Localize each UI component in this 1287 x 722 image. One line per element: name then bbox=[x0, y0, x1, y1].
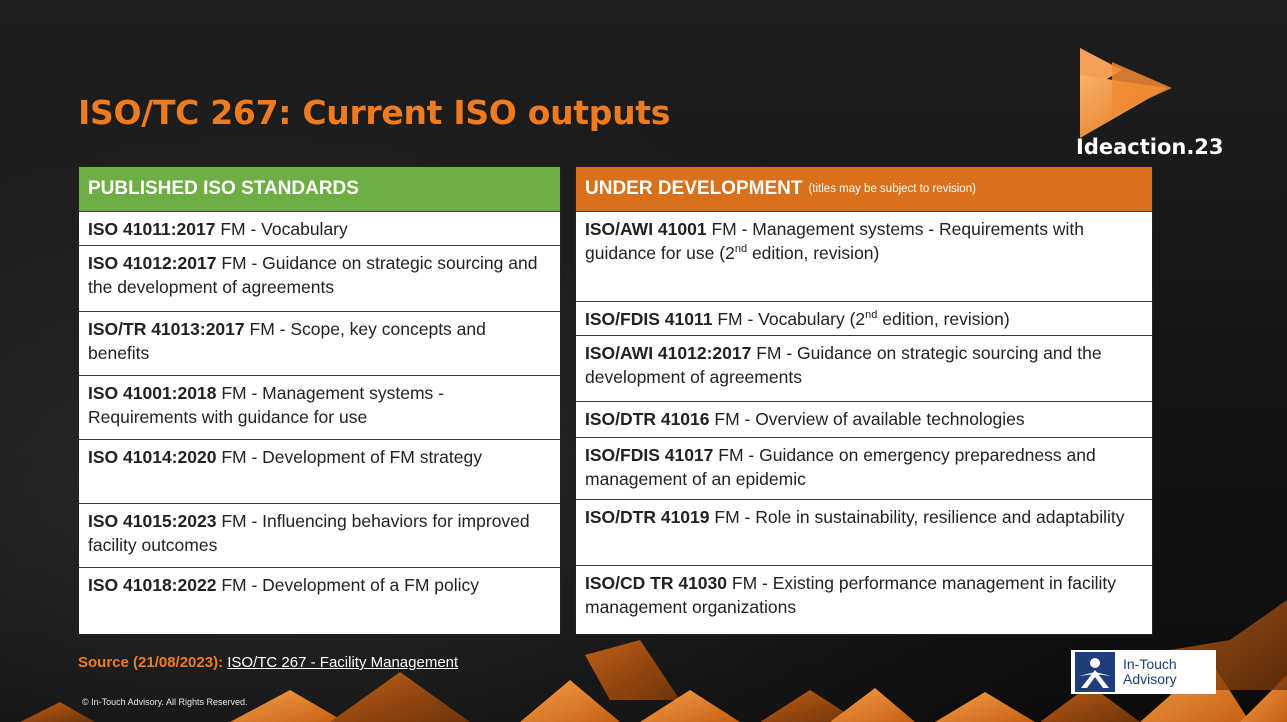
standard-code: ISO/DTR 41016 bbox=[585, 409, 710, 429]
development-header-note: (titles may be subject to revision) bbox=[808, 183, 976, 195]
table-row: ISO 41015:2023 FM - Influencing behavior… bbox=[79, 504, 560, 568]
standard-code: ISO/CD TR 41030 bbox=[585, 573, 727, 593]
table-row: ISO 41012:2017 FM - Guidance on strategi… bbox=[79, 246, 560, 312]
standard-desc-tail: edition, revision) bbox=[747, 243, 880, 263]
standard-code: ISO 41015:2023 bbox=[88, 511, 217, 531]
standard-code: ISO 41012:2017 bbox=[88, 253, 217, 273]
table-row: ISO 41001:2018 FM - Management systems -… bbox=[79, 376, 560, 440]
standard-code: ISO/TR 41013:2017 bbox=[88, 319, 245, 339]
published-standards-table: PUBLISHED ISO STANDARDS ISO 41011:2017 F… bbox=[78, 166, 561, 635]
standard-code: ISO/FDIS 41011 bbox=[585, 309, 713, 329]
table-row: ISO 41014:2020 FM - Development of FM st… bbox=[79, 440, 560, 504]
standard-desc: FM - Guidance on emergency preparedness … bbox=[585, 445, 1096, 489]
under-development-table: UNDER DEVELOPMENT (titles may be subject… bbox=[575, 166, 1153, 635]
standard-desc: FM - Role in sustainability, resilience … bbox=[714, 507, 1125, 527]
standard-desc: FM - Development of a FM policy bbox=[221, 575, 480, 595]
intouch-mark-icon bbox=[1075, 652, 1115, 692]
standard-code: ISO/AWI 41012:2017 bbox=[585, 343, 752, 363]
superscript: nd bbox=[865, 309, 878, 322]
standard-code: ISO 41018:2022 bbox=[88, 575, 217, 595]
standard-code: ISO 41014:2020 bbox=[88, 447, 217, 467]
standard-code: ISO/FDIS 41017 bbox=[585, 445, 714, 465]
logo-wordmark: Ideaction.23 bbox=[1076, 135, 1224, 159]
intouch-advisory-logo: In-Touch Advisory bbox=[1071, 650, 1216, 694]
standard-desc: FM - Existing performance management in … bbox=[585, 573, 1117, 617]
standard-code: ISO 41011:2017 bbox=[88, 219, 216, 239]
table-row: ISO/DTR 41019 FM - Role in sustainabilit… bbox=[576, 500, 1152, 566]
table-row: ISO/AWI 41012:2017 FM - Guidance on stra… bbox=[576, 336, 1152, 402]
source-link[interactable]: ISO/TC 267 - Facility Management bbox=[227, 654, 459, 671]
source-label: Source (21/08/2023): bbox=[78, 654, 224, 671]
standard-desc: FM - Management systems - Requirements w… bbox=[585, 219, 1084, 263]
brand-line1: In-Touch bbox=[1123, 656, 1177, 672]
table-row: ISO/TR 41013:2017 FM - Scope, key concep… bbox=[79, 312, 560, 376]
source-line: Source (21/08/2023): ISO/TC 267 - Facili… bbox=[78, 654, 458, 671]
table-row: ISO 41011:2017 FM - Vocabulary bbox=[79, 212, 560, 246]
standard-desc-tail: edition, revision) bbox=[877, 309, 1010, 329]
standard-code: ISO/AWI 41001 bbox=[585, 219, 707, 239]
standard-desc: FM - Overview of available technologies bbox=[714, 409, 1025, 429]
standard-desc: FM - Vocabulary bbox=[220, 219, 348, 239]
standard-desc: FM - Scope, key concepts and benefits bbox=[88, 319, 486, 363]
standard-desc: FM - Vocabulary (2 bbox=[717, 309, 866, 329]
development-header: UNDER DEVELOPMENT (titles may be subject… bbox=[576, 167, 1152, 212]
standard-code: ISO/DTR 41019 bbox=[585, 507, 710, 527]
standard-desc: FM - Management systems - Requirements w… bbox=[88, 383, 445, 427]
table-row: ISO/FDIS 41011 FM - Vocabulary (2nd edit… bbox=[576, 302, 1152, 336]
copyright-notice: © In-Touch Advisory. All Rights Reserved… bbox=[82, 697, 248, 707]
brand-line2: Advisory bbox=[1123, 671, 1177, 687]
play-triangle-icon bbox=[1080, 48, 1172, 138]
table-row: ISO/AWI 41001 FM - Management systems - … bbox=[576, 212, 1152, 302]
published-header: PUBLISHED ISO STANDARDS bbox=[79, 167, 560, 212]
standard-code: ISO 41001:2018 bbox=[88, 383, 217, 403]
development-header-label: UNDER DEVELOPMENT bbox=[585, 178, 803, 199]
table-row: ISO 41018:2022 FM - Development of a FM … bbox=[79, 568, 560, 634]
table-row: ISO/DTR 41016 FM - Overview of available… bbox=[576, 402, 1152, 438]
standard-desc: FM - Guidance on strategic sourcing and … bbox=[585, 343, 1102, 387]
superscript: nd bbox=[734, 243, 748, 256]
standard-desc: FM - Development of FM strategy bbox=[221, 447, 482, 467]
ideaction-logo: Ideaction.23 bbox=[1072, 40, 1232, 160]
standard-desc: FM - Influencing behaviors for improved … bbox=[88, 511, 530, 555]
slide-title: ISO/TC 267: Current ISO outputs bbox=[78, 93, 671, 132]
table-row: ISO/FDIS 41017 FM - Guidance on emergenc… bbox=[576, 438, 1152, 500]
standard-desc: FM - Guidance on strategic sourcing and … bbox=[88, 253, 538, 297]
intouch-wordmark: In-Touch Advisory bbox=[1123, 657, 1177, 687]
table-row: ISO/CD TR 41030 FM - Existing performanc… bbox=[576, 566, 1152, 632]
